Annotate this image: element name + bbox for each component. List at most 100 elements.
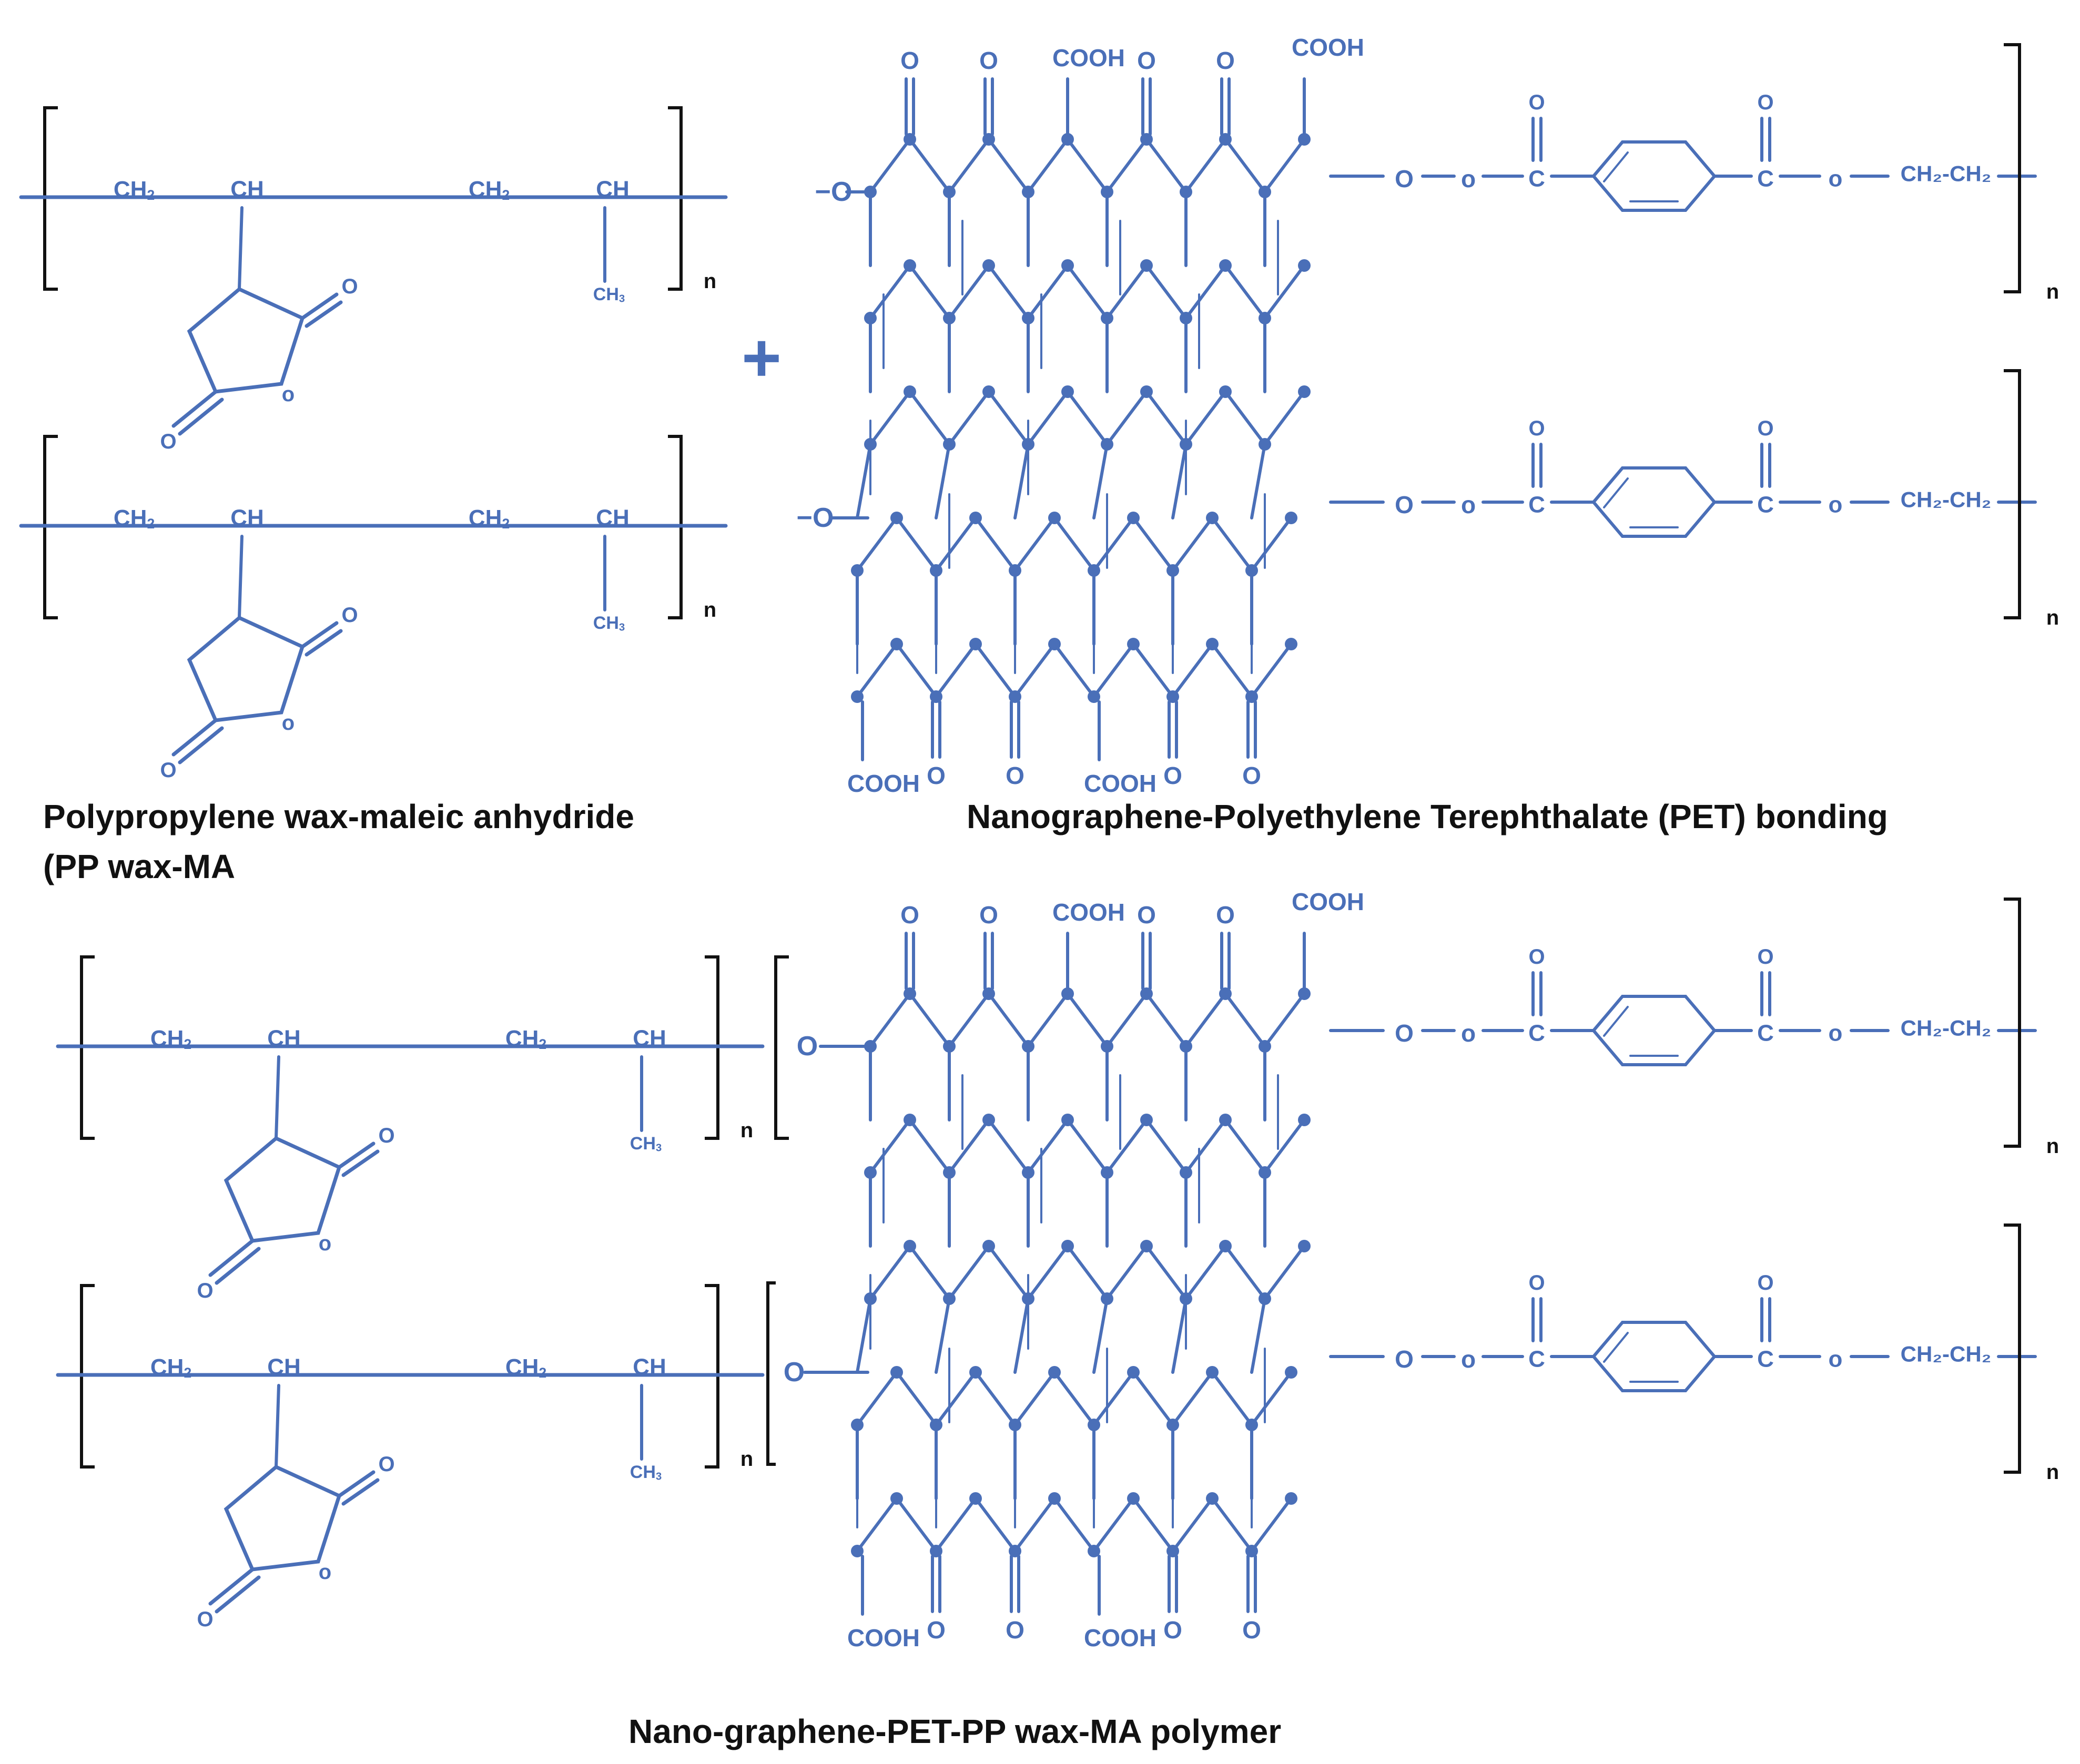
repeat-index-n: n [2046,1461,2059,1484]
caption-pp-wax-ma-line2: (PP wax-MA [43,848,236,885]
carbon-atom [1009,1545,1021,1557]
carbonyl-bond [208,1239,255,1277]
ch2-label: CH2 [505,1354,546,1381]
lattice-bond [1013,1297,1030,1374]
ester-oxygen: O [1395,1345,1414,1373]
carboxyl-label: COOH [1084,770,1156,797]
lattice-zigzag [869,263,1306,321]
right-bracket [2004,43,2021,293]
plus-sign: + [742,319,782,396]
caption-nanographene-pet: Nanographene-Polyethylene Terephthalate … [967,798,1888,835]
lattice-bond [1013,443,1030,519]
carboxyl-label: COOH [1052,44,1125,72]
lattice-bond [1250,443,1266,519]
ester-carbon: C [1757,1021,1774,1046]
left-bracket [774,955,789,1140]
lattice-zigzag [856,1370,1293,1427]
repeat-index-n: n [2046,1135,2059,1158]
carbon-atom [969,638,982,650]
carbonyl-oxygen: O [1006,1616,1024,1644]
carbonyl-oxygen: O [1242,762,1261,789]
carbon-atom [890,638,903,650]
carbonyl-oxygen: O [1528,417,1545,440]
left-bracket [766,1281,776,1466]
graphene-oxygen-link: O [784,1357,805,1388]
ester-oxygen: o [1829,1347,1843,1372]
carbon-atom [851,1545,864,1557]
carbonyl-oxygen: O [160,759,176,782]
anhydride-ring [187,616,305,722]
carbonyl-oxygen: O [1528,1271,1545,1294]
graphene-oxygen-link: O [797,1031,818,1062]
repeat-index-n: n [2046,280,2059,303]
carboxyl-label: COOH [1292,888,1364,915]
carbonyl-bond [341,1149,380,1177]
carbon-atom [1127,638,1140,650]
ch2-ch2-label: CH₂-CH₂ [1901,161,1992,186]
ester-oxygen: O [1395,491,1414,518]
ester-oxygen: o [1461,1019,1476,1047]
carbon-atom [1206,638,1219,650]
ester-carbon: C [1757,492,1774,518]
caption-product: Nano-graphene-PET-PP wax-MA polymer [628,1712,1282,1750]
anhydride-bond [275,1384,280,1469]
lattice-zigzag [856,515,1293,573]
carbonyl-oxygen: O [341,275,358,298]
lattice-bond [1171,1297,1188,1374]
ch-label: CH [267,1354,301,1380]
carbonyl-oxygen: O [979,901,998,929]
lattice-zigzag [869,1243,1306,1301]
ch-label: CH [596,505,630,531]
carbonyl-oxygen: O [1757,1271,1773,1294]
carbonyl-oxygen: O [927,762,946,789]
right-bracket [2004,369,2021,619]
carbon-atom [851,690,864,703]
anhydride-ring [187,287,305,394]
aromatic-double-bond [1603,151,1629,182]
carbonyl-bond [337,1470,376,1498]
ch2-label: CH2 [114,505,155,532]
repeat-index-n: n [740,1447,753,1471]
ester-oxygen: o [1461,491,1476,518]
ch2-label: CH2 [469,505,510,532]
carbonyl-oxygen: O [378,1453,394,1476]
carbonyl-oxygen: O [1757,417,1773,440]
carbonyl-bond [341,1478,380,1506]
carboxyl-label: COOH [847,1624,920,1651]
carbonyl-bond [171,718,218,757]
carbonyl-bond [305,629,343,657]
ester-oxygen: O [1395,165,1414,192]
carbonyl-bond [305,300,343,328]
carbon-atom [1285,638,1297,650]
benzene-ring [1592,995,1717,1066]
carbonyl-oxygen: O [927,1616,946,1644]
carbonyl-bond [178,726,224,764]
ester-carbon: C [1757,166,1774,192]
right-bracket [2004,1223,2021,1474]
ring-oxygen: o [319,1232,331,1255]
carbon-atom [930,690,942,703]
carbonyl-oxygen: O [197,1608,213,1631]
benzene-ring [1592,466,1717,538]
anhydride-bond [238,535,243,619]
ch2-label: CH2 [469,177,510,203]
carbonyl-oxygen: O [1163,1616,1182,1644]
carbon-atom [1048,638,1061,650]
carbon-atom [1048,1492,1061,1505]
ch2-ch2-label: CH₂-CH₂ [1901,487,1992,512]
carbonyl-oxygen: O [1216,901,1235,929]
anhydride-bond [275,1055,280,1140]
lattice-bond [856,443,872,519]
carbonyl-oxygen: O [160,430,176,453]
ch2-ch2-label: CH₂-CH₂ [1901,1016,1992,1041]
ch-label: CH [633,1354,666,1380]
ester-carbon: C [1528,1021,1545,1046]
carbonyl-oxygen: O [1528,945,1545,968]
carbon-atom [1127,1492,1140,1505]
carboxyl-label: COOH [1084,1624,1156,1651]
carbon-atom [1206,1492,1219,1505]
aromatic-double-bond [1603,1332,1629,1363]
ester-oxygen: o [1461,1345,1476,1373]
